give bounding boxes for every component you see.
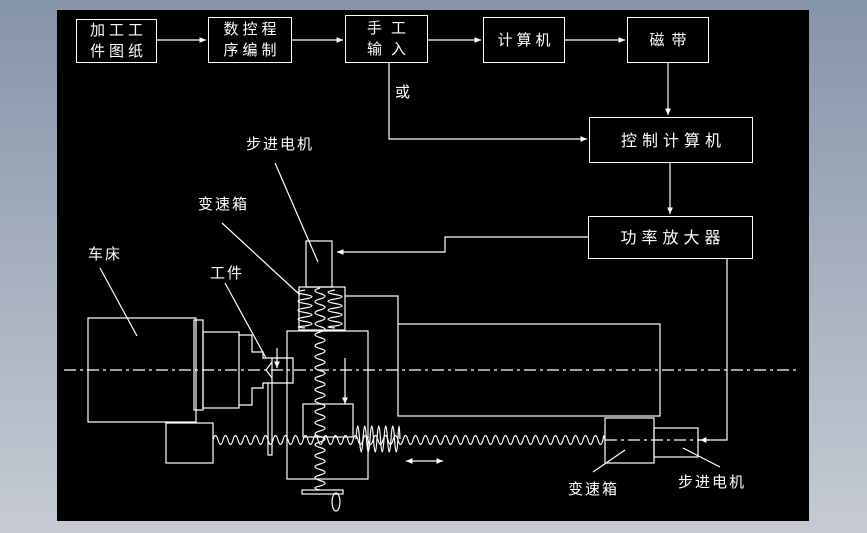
workpiece-neck (265, 358, 273, 383)
flow-box-label: 控制计算机 (620, 130, 726, 150)
flow-box-workpiece-drawing: 加工工 件图纸 (76, 19, 157, 63)
wire-amplifier-to-top-stepper (336, 236, 588, 255)
flow-box-computer: 计算机 (483, 17, 565, 63)
tool-post-lines (267, 383, 273, 456)
leadscrew-nut-coil (355, 425, 401, 453)
flow-box-control-computer: 控制计算机 (589, 117, 753, 163)
gearbox-coil-1 (297, 289, 313, 329)
label-lathe: 车床 (88, 245, 123, 263)
headstock (87, 317, 197, 423)
leadscrew-bearing-block (165, 422, 214, 464)
flow-box-label: 件图纸 (89, 42, 147, 60)
label-gearbox-bottom: 变速箱 (568, 480, 620, 498)
machine-drawing (64, 37, 800, 512)
leader-stepper-bottom (682, 447, 721, 468)
chuck-jaws-and-workpiece (239, 334, 294, 406)
carriage (286, 330, 369, 480)
flow-box-label: 手工 (366, 19, 415, 37)
spindle-plate (193, 319, 204, 411)
bottom-stepper-motor (653, 427, 699, 458)
leader-lathe (99, 267, 138, 337)
label-gearbox-top: 变速箱 (198, 195, 250, 213)
arrow-manual-or-to-control (388, 63, 587, 142)
top-gearbox (298, 286, 346, 331)
flow-box-label: 序编制 (223, 41, 281, 59)
lathe-bed (397, 323, 661, 417)
flow-box-power-amplifier: 功率放大器 (588, 216, 753, 259)
flow-box-manual-input: 手工 输入 (345, 15, 428, 63)
flow-box-label: 输入 (366, 40, 415, 58)
flow-box-label: 加工工 (89, 21, 147, 39)
carriage-bracket (345, 295, 399, 324)
leader-stepper-top (274, 162, 319, 263)
top-stepper-motor (305, 240, 333, 288)
flow-box-nc-programming: 数控程 序编制 (208, 17, 292, 63)
screw-end-bar (301, 489, 344, 495)
leader-workpiece (224, 282, 267, 359)
flow-box-magnetic-tape: 磁带 (627, 17, 709, 63)
drawing-canvas: 加工工 件图纸 数控程 序编制 手工 输入 计算机 磁带 控制计算机 功率放大器… (57, 10, 809, 521)
flow-box-label: 磁带 (649, 30, 694, 49)
label-workpiece: 工件 (210, 264, 245, 282)
flow-box-label: 数控程 (223, 20, 281, 38)
leader-gearbox-bottom (592, 449, 626, 473)
label-stepper-motor-bottom: 步进电机 (678, 473, 747, 491)
chuck-body (202, 331, 240, 409)
wire-amplifier-to-bottom-stepper (700, 259, 728, 443)
or-branch-label: 或 (395, 83, 413, 101)
screw-end-loop (331, 492, 341, 512)
flow-box-label: 计算机 (497, 30, 555, 49)
leadscrew (212, 434, 606, 446)
apron-half-nut (302, 403, 354, 438)
vertical-feed-screw (314, 287, 326, 491)
flow-box-label: 功率放大器 (620, 228, 726, 247)
gearbox-coil-2 (327, 289, 343, 329)
label-stepper-motor-top: 步进电机 (246, 135, 315, 153)
leader-gearbox-top (221, 222, 301, 296)
